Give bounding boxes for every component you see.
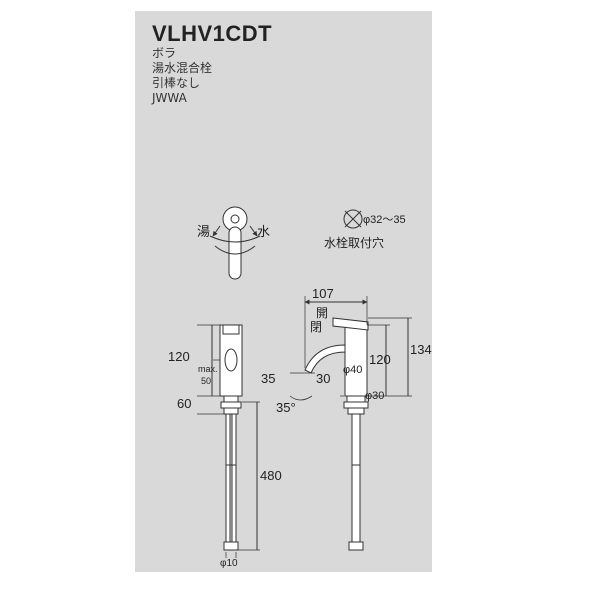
front-dim-max-val: 50 [201,376,211,386]
drawing-panel [135,11,432,572]
top-view-spout [228,226,242,280]
side-pipe-end [348,541,364,551]
side-open-label-2: 閉 [310,320,322,334]
top-view-sweep-arc [214,245,256,255]
side-body [344,324,368,397]
front-view [197,324,260,558]
side-lever [332,317,369,331]
side-dim-120: 120 [369,352,391,367]
spec-line-3: 引棒なし [152,76,201,90]
front-dim-60: 60 [177,396,191,411]
spec-line-4: JWWA [152,91,187,105]
cold-label: 水 [257,224,270,239]
hole-diameter: φ32～35 [363,214,406,226]
hot-arrow [212,225,221,237]
side-nut-2 [347,407,365,415]
side-open-label-1: 開 [316,306,328,320]
cold-arrow [249,225,258,237]
front-base-plate [223,395,239,403]
side-dim-134: 134 [410,342,432,357]
front-pipe-end [223,541,239,551]
front-lever-top [222,324,240,335]
front-nut [220,401,242,409]
spec-header: VLHV1CDT ボラ 湯水混合栓 引棒なし JWWA [152,22,272,106]
hole-caption: 水栓取付穴 [324,235,384,250]
hole-cross-b [344,210,362,228]
front-nut-2 [223,407,239,415]
spec-line-1: ボラ [152,46,177,60]
front-dim-phi10: φ10 [220,558,238,569]
side-view [289,296,412,551]
side-spout [304,344,346,374]
side-dim-phi30: φ30 [365,390,384,402]
front-outlet [224,348,238,372]
front-dim-480: 480 [260,468,282,483]
side-pipe [351,413,361,543]
hole-spec [343,209,363,229]
top-view-rotation-arc [209,235,261,243]
front-pipe-right [231,413,237,543]
side-dim-angle: 35° [276,400,296,415]
top-view [209,206,261,280]
front-dim-max: max. [198,364,218,374]
front-dim-120: 120 [168,349,190,364]
model-number: VLHV1CDT [152,21,273,46]
side-dim-35: 35 [261,371,275,386]
side-dim-30: 30 [316,371,330,386]
side-base-plate [346,395,366,403]
side-dim-phi40: φ40 [343,364,362,376]
hot-label: 湯 [197,224,210,239]
side-dim-angle-arc [289,395,313,401]
side-nut [343,401,369,409]
front-pipe-left [225,413,231,543]
hole-circle [343,209,363,229]
side-dim-107: 107 [312,286,334,301]
spec-line-2: 湯水混合栓 [152,61,213,75]
top-view-lever-hub [230,214,240,224]
